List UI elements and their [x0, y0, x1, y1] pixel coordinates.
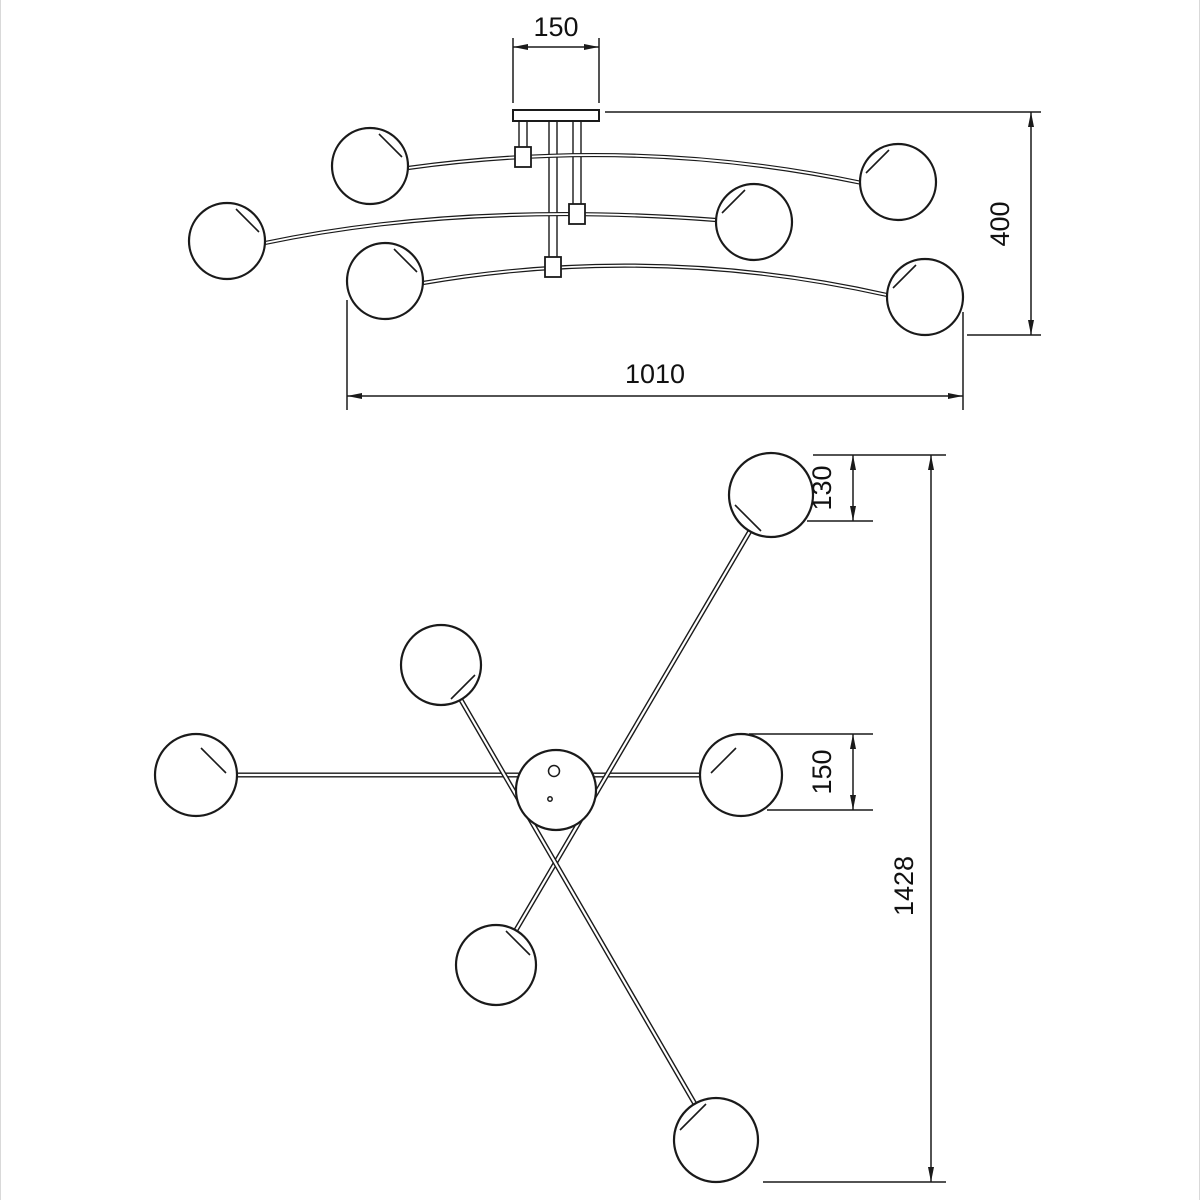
central-hub — [514, 748, 598, 832]
arm-tube-highlight — [422, 264, 888, 296]
dimension-ball-top: 130 — [807, 454, 946, 522]
dim-label-canopy-width: 150 — [533, 12, 578, 42]
dimension-height: 400 — [605, 111, 1041, 336]
dimension-canopy-width: 150 — [512, 12, 600, 103]
dimension-overall-length: 1428 — [763, 455, 946, 1183]
arm-tube — [407, 152, 863, 186]
lamp-ball — [727, 451, 815, 539]
ball-seam — [865, 149, 890, 174]
lamp-ball — [153, 732, 239, 818]
arm-connector — [544, 256, 562, 278]
arm-rod-highlight — [515, 530, 751, 931]
lamp-ball — [330, 126, 410, 206]
dim-label-ball-diameter: 150 — [807, 749, 837, 794]
dim-label-overall-length: 1428 — [889, 856, 919, 916]
lamp-ball — [698, 732, 784, 818]
ball-seam — [710, 747, 737, 774]
side-view: 150 400 1010 — [187, 12, 1041, 410]
lamp-ball — [672, 1096, 760, 1184]
arm-tube-highlight — [264, 213, 717, 244]
ball-seam — [378, 133, 403, 158]
ball-seam — [235, 208, 260, 233]
arm-tube-highlight — [407, 154, 863, 184]
ball-seam — [450, 674, 476, 700]
arm-connector — [568, 203, 586, 225]
lamp-ball — [345, 241, 425, 321]
arm-tube — [264, 211, 717, 246]
arm-rod-highlight — [460, 699, 696, 1105]
lamp-ball — [454, 923, 538, 1007]
dim-label-width: 1010 — [625, 359, 685, 389]
arm-tube — [422, 263, 888, 298]
dim-label-height: 400 — [985, 201, 1015, 246]
ball-seam — [679, 1103, 707, 1131]
ball-seam — [721, 189, 746, 214]
plan-view: 130 150 1428 — [153, 451, 946, 1184]
lamp-ball — [714, 182, 794, 262]
dimension-ball-diameter: 150 — [749, 733, 873, 811]
dim-label-ball-top: 130 — [807, 465, 837, 510]
lamp-ball — [187, 201, 267, 281]
ball-seam — [393, 248, 418, 273]
ball-seam — [505, 930, 531, 956]
ceiling-plate — [512, 109, 600, 122]
arm-connector — [514, 146, 532, 168]
hub-hole-small — [547, 796, 553, 802]
lamp-ball — [858, 142, 938, 222]
hub-hole — [547, 764, 561, 778]
dimension-width: 1010 — [346, 300, 964, 410]
ball-seam — [200, 747, 227, 774]
lamp-ball — [399, 623, 483, 707]
ball-seam — [892, 264, 917, 289]
lamp-ball — [885, 257, 965, 337]
ball-seam — [734, 504, 762, 532]
